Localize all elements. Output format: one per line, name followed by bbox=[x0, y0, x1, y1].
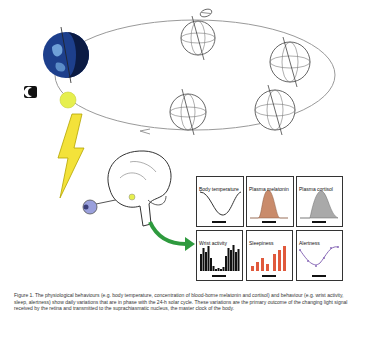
brain bbox=[108, 151, 171, 226]
panel-title: Alertness bbox=[297, 239, 322, 246]
scn bbox=[129, 194, 135, 200]
panel-title: Sleepiness bbox=[247, 239, 275, 246]
output-arrow bbox=[150, 222, 186, 244]
wireframe-globe bbox=[255, 85, 295, 135]
wireframe-globe bbox=[181, 16, 215, 60]
wireframe-globe bbox=[170, 89, 206, 135]
light-bolt bbox=[58, 114, 84, 198]
figure-caption: Figure 1. The physiological behaviours (… bbox=[14, 292, 356, 312]
chart-panel: Alertness bbox=[296, 230, 343, 281]
melatonin-peak bbox=[250, 190, 288, 218]
sun bbox=[60, 92, 76, 108]
small-globe bbox=[199, 8, 213, 19]
cortisol-peak bbox=[300, 191, 338, 218]
chart-panel: Plasma cortisol bbox=[296, 176, 343, 227]
night-bar bbox=[312, 221, 326, 223]
orbit-arrow bbox=[140, 129, 150, 134]
night-bar bbox=[312, 275, 326, 277]
orbit bbox=[55, 20, 335, 130]
temperature-curve bbox=[200, 192, 241, 215]
chart-panel: Plasma melatonin bbox=[246, 176, 294, 227]
alertness-points bbox=[299, 246, 339, 267]
panel-title: Body temperature bbox=[197, 185, 241, 192]
moon-icon bbox=[24, 86, 37, 98]
night-bar bbox=[262, 221, 276, 223]
output-arrowhead bbox=[185, 237, 195, 251]
eye bbox=[83, 200, 97, 214]
night-bar bbox=[212, 221, 226, 223]
earth bbox=[43, 27, 89, 83]
activity-histogram bbox=[200, 245, 240, 271]
panel-title: Plasma cortisol bbox=[297, 185, 335, 192]
pupil bbox=[84, 205, 89, 210]
alertness-curve bbox=[300, 247, 338, 265]
chart-panel: Body temperature bbox=[196, 176, 244, 227]
brain-fold bbox=[120, 161, 156, 180]
panel-title: Plasma melatonin bbox=[247, 185, 291, 192]
chart-panel: Sleepiness bbox=[246, 230, 293, 281]
cerebellum bbox=[148, 196, 166, 205]
sleepiness-bars bbox=[251, 246, 286, 271]
panel-title: Wrist activity bbox=[197, 239, 229, 246]
night-bar bbox=[262, 275, 276, 277]
night-bar bbox=[212, 275, 226, 277]
chart-panel: Wrist activity bbox=[196, 230, 243, 281]
wireframe-globe bbox=[270, 37, 310, 87]
